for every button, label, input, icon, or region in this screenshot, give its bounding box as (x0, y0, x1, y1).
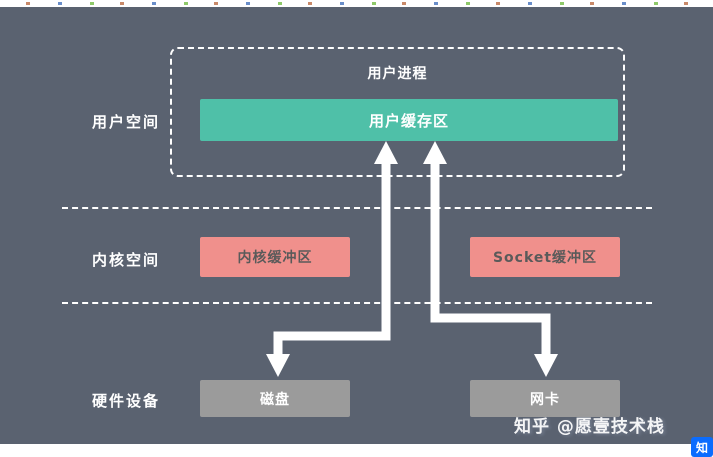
kernel-buffer-box: 内核缓冲区 (200, 237, 350, 277)
socket-buffer-box: Socket缓冲区 (470, 237, 620, 277)
disk-box: 磁盘 (200, 380, 350, 417)
user-buffer-box: 用户缓存区 (200, 99, 618, 141)
separator-user-kernel (62, 207, 652, 209)
network-card-box: 网卡 (470, 380, 620, 417)
separator-kernel-hardware (62, 302, 652, 304)
user-process-label: 用户进程 (367, 66, 428, 82)
label-hardware-devices: 硬件设备 (92, 392, 161, 410)
zhihu-logo-icon: 知 (691, 437, 713, 457)
selection-dashes (0, 2, 713, 5)
arrowhead-down-disk-icon (266, 354, 290, 377)
bottom-border-strip (0, 444, 713, 457)
arrowhead-down-nic-icon (534, 354, 558, 377)
label-user-space: 用户空间 (92, 113, 161, 131)
watermark: 知乎 @愿壹技术栈 (514, 417, 665, 437)
user-process-container: 用户进程 (170, 47, 625, 177)
top-border-strip (0, 0, 713, 7)
label-kernel-space: 内核空间 (92, 251, 161, 269)
